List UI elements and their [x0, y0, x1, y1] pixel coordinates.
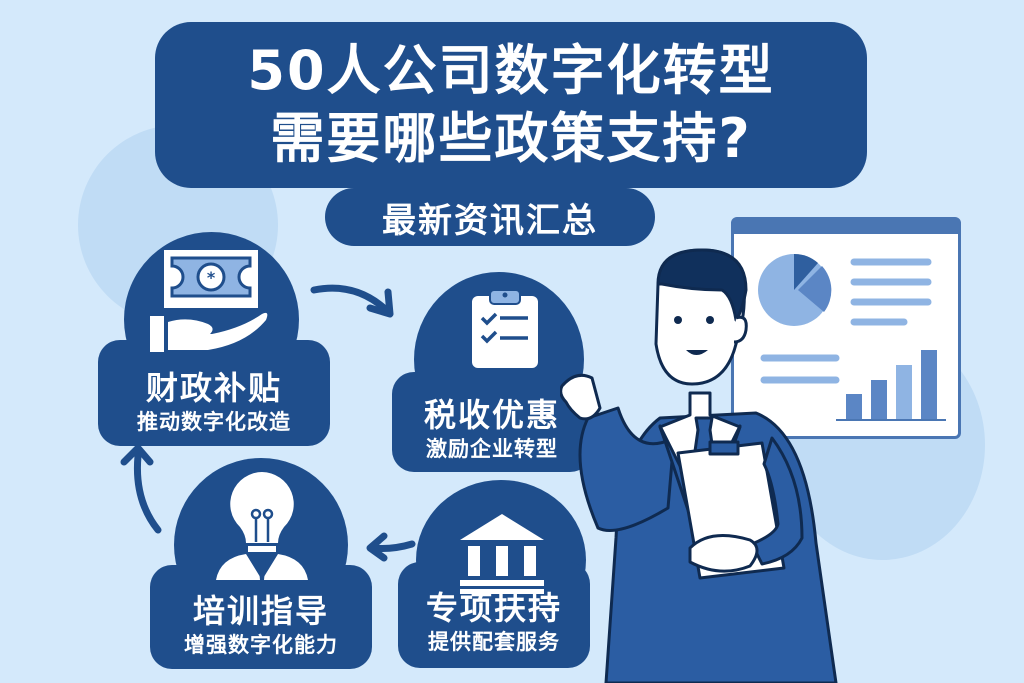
money-in-hand-icon: *	[150, 250, 268, 352]
card-label-box: 税收优惠 激励企业转型	[392, 372, 592, 472]
card-label-box: 财政补贴 推动数字化改造	[98, 340, 330, 446]
card-subtitle: 提供配套服务	[428, 630, 560, 654]
businessman-presenter-illustration	[560, 248, 838, 683]
card-title: 税收优惠	[423, 396, 560, 434]
card-subtitle: 增强数字化能力	[184, 633, 338, 657]
subtitle-text: 最新资讯汇总	[382, 200, 598, 241]
pie-chart-icon	[758, 253, 832, 326]
card-title: 培训指导	[192, 592, 329, 630]
subtitle-banner: 最新资讯汇总	[325, 188, 655, 246]
svg-text:*: *	[207, 268, 216, 287]
card-label-box: 专项扶持 提供配套服务	[398, 562, 590, 668]
card-title: 财政补贴	[145, 369, 282, 407]
title-banner: 50人公司数字化转型 需要哪些政策支持?	[155, 22, 867, 188]
checklist-clipboard-icon	[472, 289, 538, 368]
card-label-box: 培训指导 增强数字化能力	[150, 565, 372, 669]
arrow-right-icon	[310, 284, 394, 318]
card-subtitle: 推动数字化改造	[137, 410, 291, 434]
title-line-2: 需要哪些政策支持?	[270, 107, 752, 170]
title-line-1: 50人公司数字化转型	[247, 39, 775, 102]
card-special-support: 专项扶持 提供配套服务	[398, 478, 590, 668]
card-title: 专项扶持	[425, 589, 562, 627]
card-tax-incentive: 税收优惠 激励企业转型	[392, 272, 592, 472]
bar-chart-icon	[836, 350, 946, 421]
board-top-bar	[734, 220, 958, 234]
arrow-up-icon	[120, 444, 162, 534]
card-training-guidance: 培训指导 增强数字化能力	[150, 458, 372, 670]
card-subtitle: 激励企业转型	[426, 437, 558, 461]
card-fiscal-subsidy: 财政补贴 推动数字化改造 *	[98, 232, 330, 447]
lightbulb-person-icon	[216, 472, 308, 580]
text-lines-icon	[760, 258, 932, 384]
arrow-left-icon	[366, 532, 416, 562]
government-building-icon	[460, 514, 544, 594]
